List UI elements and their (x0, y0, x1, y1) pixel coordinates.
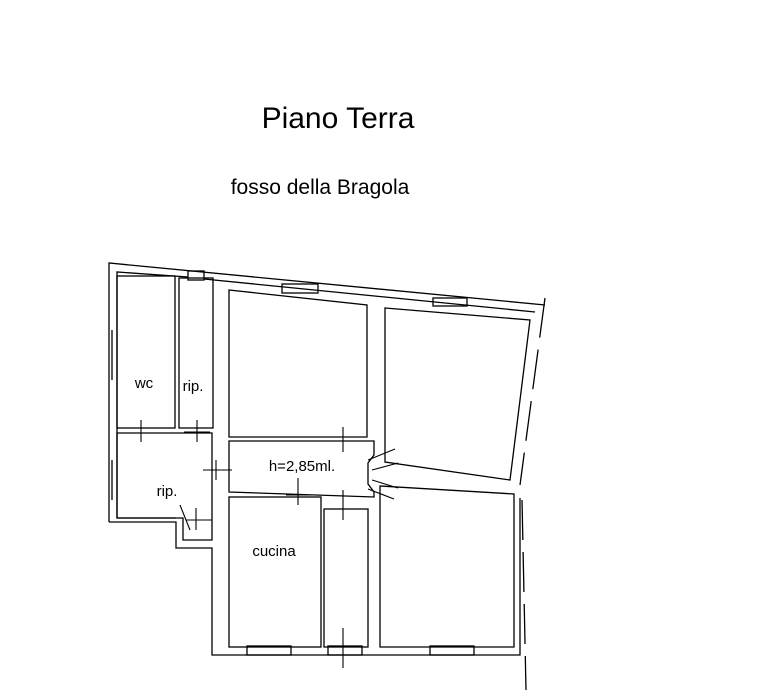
room-lower-right (379, 485, 515, 656)
room-wc (111, 275, 176, 429)
room-corridor (228, 440, 375, 498)
room-cucina (228, 496, 322, 656)
dashed-boundary (519, 297, 546, 691)
room-label-corridor: h=2,85ml. (269, 458, 335, 475)
room-label-wc: wc (134, 375, 154, 392)
room-label-cucina: cucina (252, 543, 296, 560)
room-label-rip-top: rip. (183, 378, 204, 395)
room-rip-bottom (111, 432, 213, 541)
plan-subtitle: fosso della Bragola (230, 176, 410, 199)
plan-title: Piano Terra (261, 102, 415, 135)
room-label-rip-bottom: rip. (157, 483, 178, 500)
room-narrow (323, 508, 369, 656)
door-marks (131, 420, 399, 668)
room-rip-top (178, 277, 214, 429)
room-upper-middle (228, 283, 368, 438)
room-upper-right (384, 297, 531, 481)
